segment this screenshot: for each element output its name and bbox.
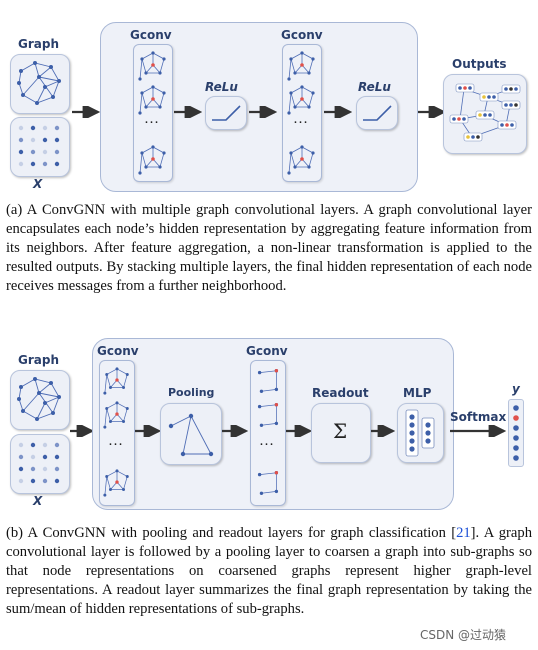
outputs-box	[443, 74, 527, 154]
gconv-title-b1: Gconv	[97, 344, 139, 358]
ellipsis: …	[108, 433, 123, 449]
arrow-input-to-layers-b	[70, 425, 95, 437]
relu-box-a2	[356, 96, 398, 130]
graph-title-a: Graph	[18, 37, 59, 51]
gconv-title-b2: Gconv	[246, 344, 288, 358]
relu-icon	[208, 100, 244, 126]
pooling-box	[160, 403, 222, 465]
coarse-graph-icon	[254, 467, 282, 499]
y-label: y	[512, 382, 520, 396]
pooling-title: Pooling	[168, 386, 215, 399]
citation-link[interactable]: 21	[456, 525, 471, 541]
graph-input-box-a	[10, 54, 70, 114]
arrow-layers-to-outputs-a	[418, 106, 447, 118]
coarse-graph-icon	[254, 399, 282, 431]
arrow-gconv-to-relu-a1	[174, 106, 203, 118]
x-label-a: X	[33, 177, 43, 191]
x-label-b: X	[33, 494, 43, 508]
graph-icon	[13, 373, 67, 427]
ellipsis: …	[293, 111, 308, 127]
ellipsis: …	[259, 433, 274, 449]
output-vector-y	[508, 399, 524, 467]
node-graph-icon	[287, 143, 317, 177]
gconv-title-a1: Gconv	[130, 28, 172, 42]
sum-symbol: Σ	[333, 419, 348, 443]
gconv-layer-b1: …	[99, 360, 135, 506]
gconv-layer-b2: …	[250, 360, 286, 506]
gconv-title-a2: Gconv	[281, 28, 323, 42]
relu-icon	[359, 100, 395, 126]
ellipsis: …	[144, 111, 159, 127]
gconv-layer-a2: …	[282, 44, 322, 182]
relu-title-a1: ReLu	[205, 80, 238, 94]
arrow-pooling-to-gconv-b	[222, 425, 249, 437]
mlp-title: MLP	[403, 386, 432, 400]
graph-title-b: Graph	[18, 353, 59, 367]
mlp-box	[397, 403, 444, 463]
graph-icon	[13, 57, 67, 111]
arrow-gconv-to-relu-a2	[324, 106, 353, 118]
caption-b-text-2: ]. A graph convolutional layer is follow…	[6, 525, 532, 617]
arrow-relu-to-gconv-a	[249, 106, 278, 118]
mlp-icon	[405, 409, 435, 457]
relu-title-a2: ReLu	[358, 80, 391, 94]
output-graph-icon	[449, 83, 521, 142]
outputs-title: Outputs	[452, 57, 507, 71]
graph-input-box-b	[10, 370, 70, 430]
node-graph-icon	[103, 365, 131, 397]
node-graph-icon	[138, 143, 168, 177]
feature-matrix-box-b	[10, 434, 70, 494]
node-graph-icon	[103, 399, 131, 431]
coarse-graph-icon	[254, 365, 282, 397]
arrow-gconv-to-pooling-b	[135, 425, 162, 437]
readout-title: Readout	[312, 386, 369, 400]
caption-b-text-1: (b) A ConvGNN with pooling and readout l…	[6, 525, 457, 541]
softmax-label: Softmax	[450, 410, 507, 424]
feature-matrix-icon	[13, 120, 67, 174]
caption-b: (b) A ConvGNN with pooling and readout l…	[6, 524, 532, 619]
arrow-input-to-layers-a	[72, 106, 101, 118]
pooled-graph-icon	[168, 413, 214, 457]
caption-a: (a) A ConvGNN with multiple graph convol…	[6, 202, 532, 294]
readout-box: Σ	[311, 403, 371, 463]
feature-matrix-box-a	[10, 117, 70, 177]
relu-box-a1	[205, 96, 247, 130]
gconv-layer-a1: …	[133, 44, 173, 182]
watermark: CSDN @过动猿	[420, 628, 507, 642]
arrow-mlp-to-output-b	[450, 425, 507, 437]
arrow-readout-to-mlp-b	[371, 425, 396, 437]
node-graph-icon	[103, 467, 131, 499]
output-vector-icon	[513, 405, 519, 461]
node-graph-icon	[138, 49, 168, 83]
node-graph-icon	[287, 49, 317, 83]
feature-matrix-icon	[13, 437, 67, 491]
arrow-gconv-to-readout-b	[286, 425, 313, 437]
